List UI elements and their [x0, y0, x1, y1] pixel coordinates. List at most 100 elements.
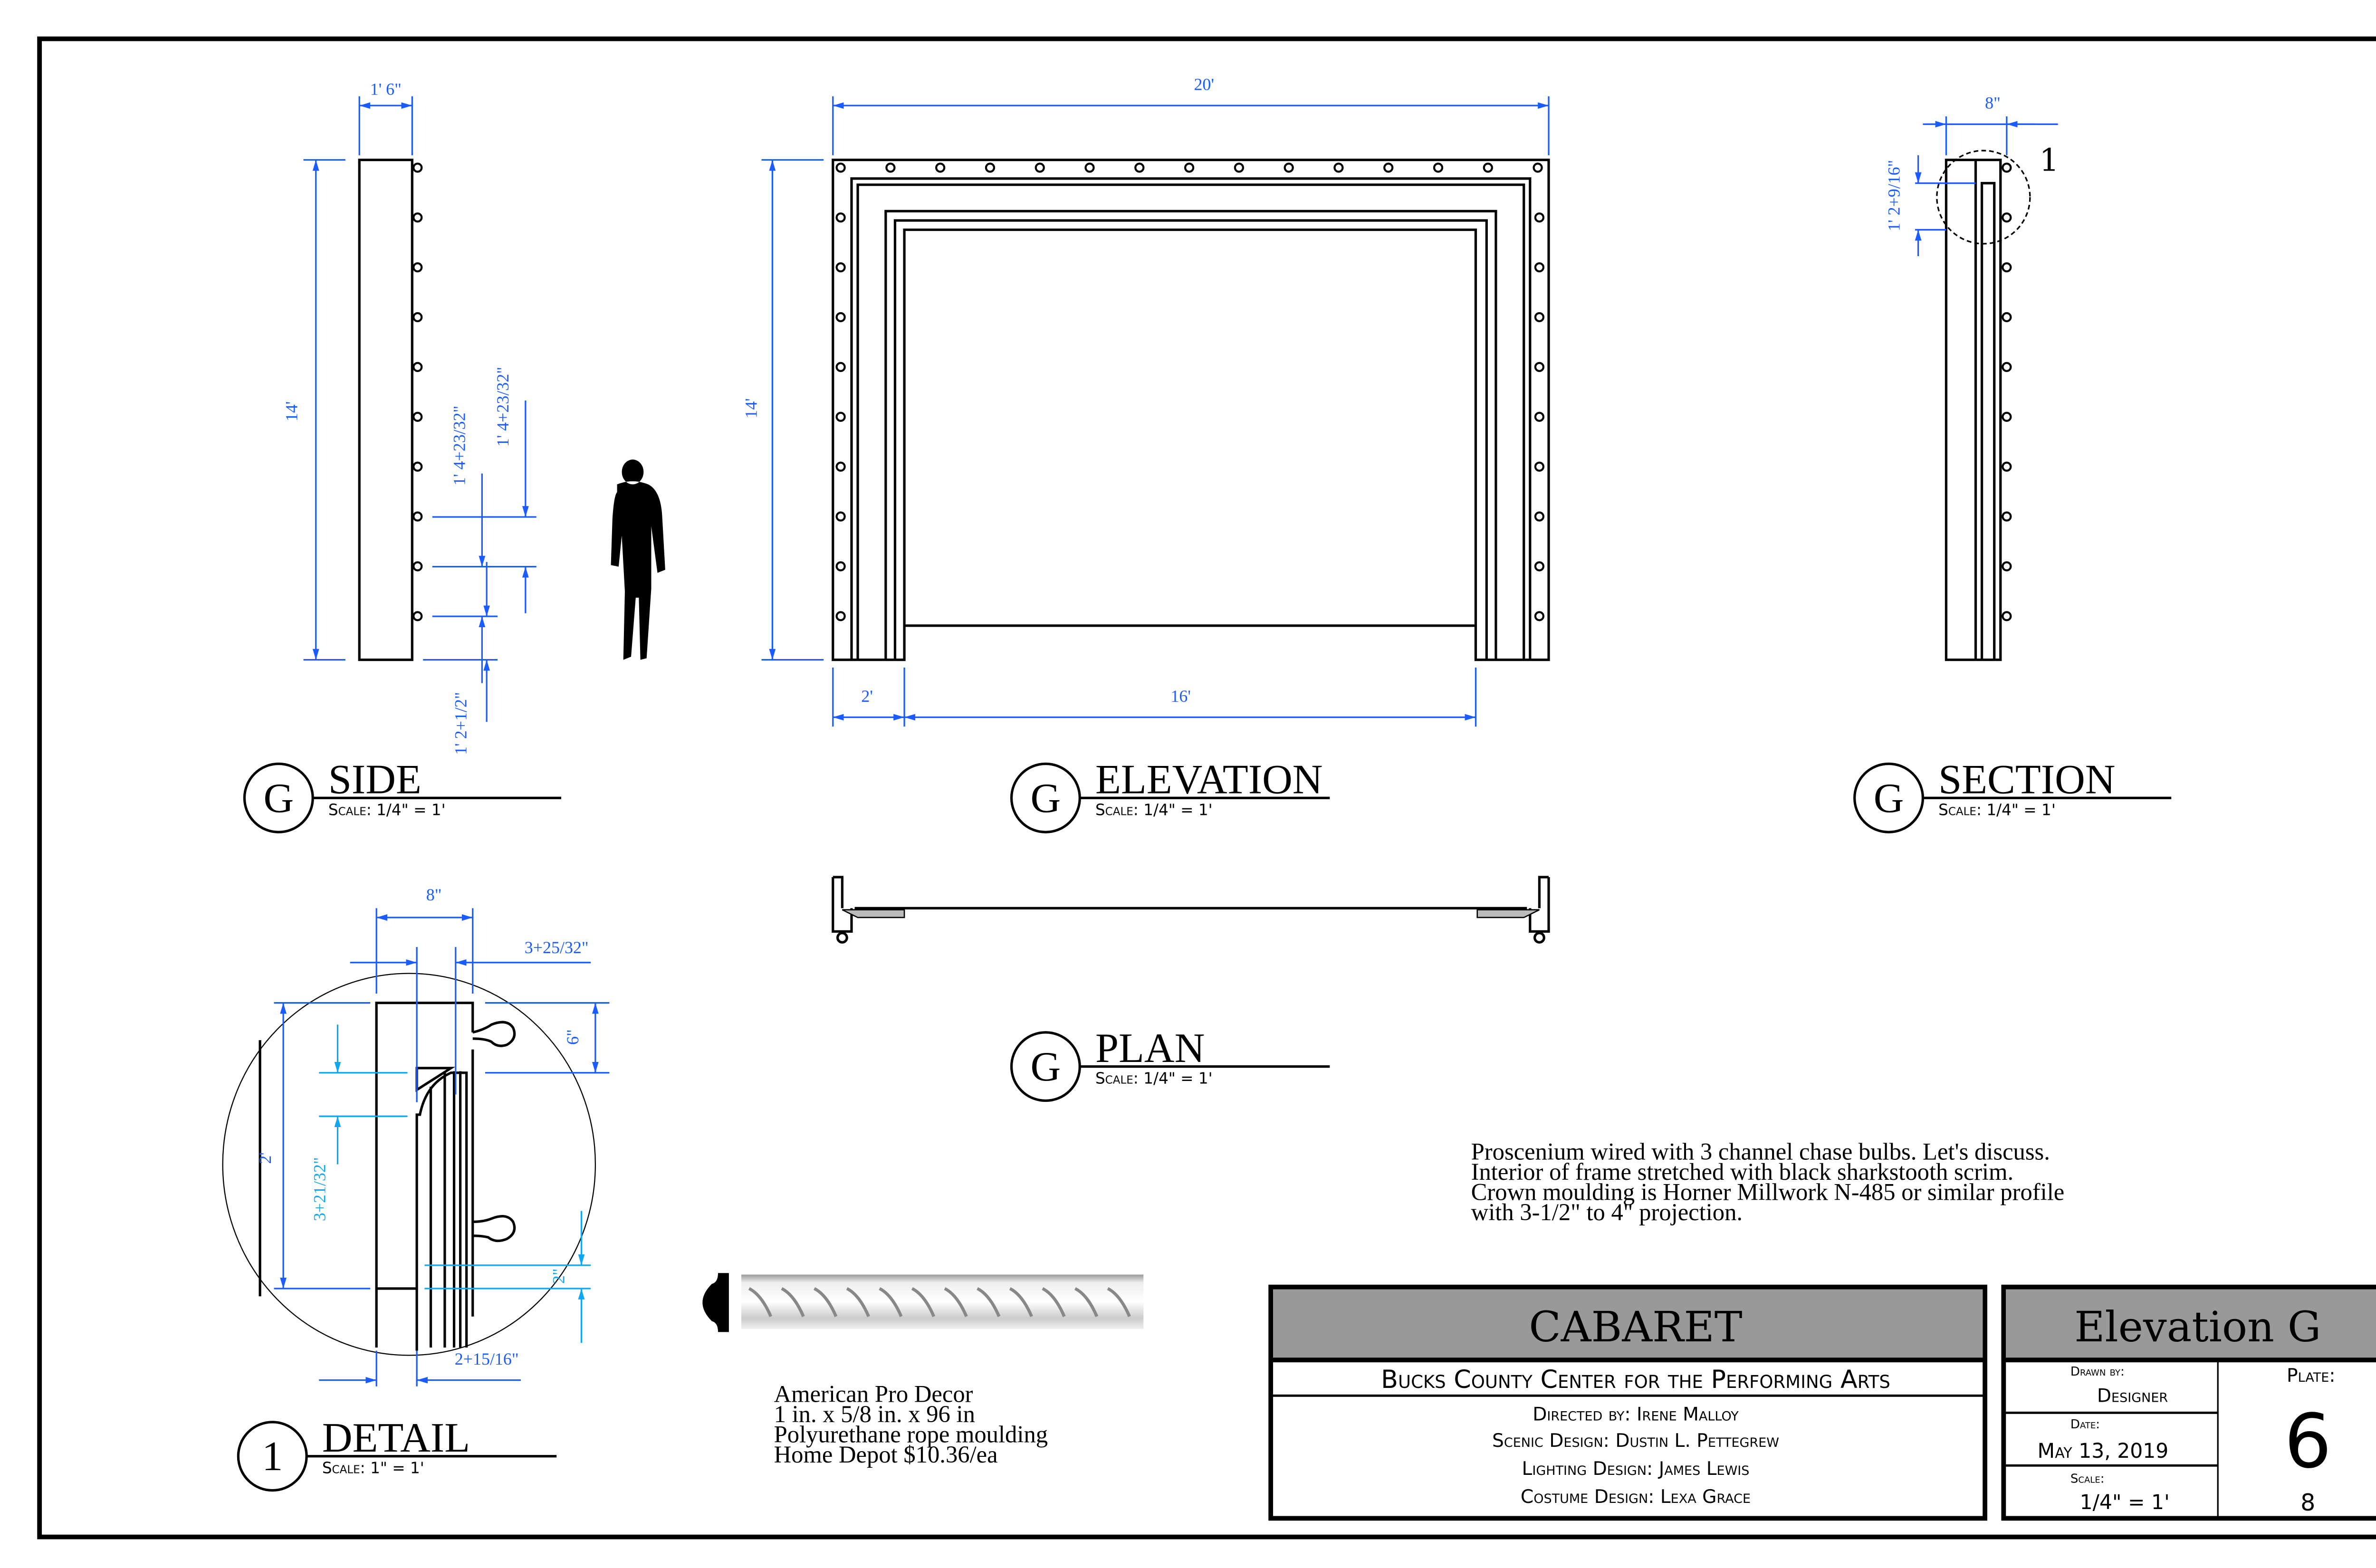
label-section: G SECTION Scale: 1/4" = 1': [1853, 756, 2172, 833]
label-tag: G: [1874, 775, 1904, 822]
dim-section-top: 1' 2+9/16": [1884, 160, 1903, 231]
dim-elevation-height: 14': [742, 398, 761, 418]
title-block: CABARET Bucks County Center for the Perf…: [1268, 1284, 2376, 1521]
bulb-icon: [2002, 163, 2012, 173]
bulb-icon: [1234, 163, 1244, 173]
dim-elevation-width: 20': [1194, 75, 1214, 94]
moulding-line: 1 in. x 5/8 in. x 96 in: [774, 1401, 975, 1427]
label-title: PLAN: [1095, 1025, 1205, 1071]
bulb-icon: [412, 312, 423, 323]
drawn-by-label: Drawn by:: [2070, 1365, 2125, 1379]
bulb-icon: [2002, 262, 2012, 273]
bulb-icon: [1333, 163, 1344, 173]
label-scale: Scale: 1" = 1': [322, 1459, 424, 1477]
rope-twist: [879, 1287, 903, 1317]
label-plan: G PLAN Scale: 1/4" = 1': [1010, 1025, 1330, 1102]
label-tag: G: [263, 775, 294, 822]
bulb-icon: [1383, 163, 1394, 173]
bulb-column: [2002, 163, 2012, 621]
label-detail: 1 DETAIL Scale: 1" = 1': [237, 1415, 557, 1492]
note-line: Proscenium wired with 3 channel chase bu…: [1471, 1138, 2050, 1165]
bulb-icon: [835, 362, 846, 373]
scale-label: Scale:: [2070, 1472, 2105, 1486]
bulb-icon: [1534, 312, 1545, 323]
bulb-icon: [885, 163, 896, 173]
label-scale: Scale: 1/4" = 1': [1938, 801, 2056, 819]
bulb-icon: [412, 212, 423, 223]
bulb-icon: [412, 461, 423, 472]
label-scale: Scale: 1/4" = 1': [1095, 801, 1213, 819]
label-tag: 1: [262, 1433, 283, 1480]
bulb-icon: [835, 163, 846, 173]
bulb-icon: [1134, 163, 1145, 173]
bulb-icon: [1534, 262, 1545, 273]
bulb-icon: [835, 262, 846, 273]
show-title: CABARET: [1529, 1302, 1742, 1351]
dim-elevation-leg: 2': [861, 687, 872, 706]
label-side: G SIDE Scale: 1/4" = 1': [243, 756, 561, 833]
bulb-icon: [2002, 511, 2012, 522]
label-title: ELEVATION: [1095, 756, 1323, 803]
bulb-icon: [985, 163, 996, 173]
bulb-icon: [412, 362, 423, 373]
bulb-icon: [835, 611, 846, 621]
dim-detail-width: 8": [426, 885, 442, 904]
label-title: DETAIL: [322, 1415, 470, 1461]
rope-twist: [748, 1287, 773, 1317]
note-line: with 3-1/2" to 4" projection.: [1471, 1199, 1743, 1225]
moulding-line: Polyurethane rope moulding: [774, 1421, 1048, 1447]
moulding-line: American Pro Decor: [774, 1380, 973, 1407]
rope-twist: [781, 1287, 805, 1317]
bulb-icon: [835, 561, 846, 572]
bulb-icon: [1284, 163, 1294, 173]
rope-twist: [1042, 1287, 1066, 1317]
elevation-view: 20' 14' 2' 16': [742, 75, 1550, 727]
bulb-icon: [835, 411, 846, 422]
dim-side-spacing-a: 1' 4+23/32": [450, 406, 469, 486]
plate-label: Plate:: [2287, 1365, 2335, 1386]
dim-section-width: 8": [1985, 94, 2001, 113]
moulding-photo: [741, 1274, 1144, 1329]
rope-twist: [1074, 1287, 1099, 1317]
notes: Proscenium wired with 3 channel chase bu…: [1471, 1138, 2065, 1225]
bulb-icon: [412, 163, 423, 173]
bulb-icon: [1533, 163, 1543, 173]
bulb-icon: [1534, 212, 1545, 223]
bulb-icon: [835, 312, 846, 323]
bulb-row: [835, 163, 1545, 621]
dim-detail-offset: 3+25/32": [525, 938, 589, 957]
bulb-icon: [1184, 163, 1195, 173]
bulb-icon: [412, 262, 423, 273]
label-scale: Scale: 1/4" = 1': [328, 801, 446, 819]
plan-view: [832, 876, 1550, 944]
bulb-icon: [935, 163, 946, 173]
rope-twist: [813, 1287, 838, 1317]
bulb-icon: [1534, 411, 1545, 422]
rope-twist: [846, 1287, 870, 1317]
dim-detail-height: 2': [256, 1152, 275, 1164]
dim-side-spacing-b: 1' 4+23/32": [493, 367, 512, 447]
moulding-line: Home Depot $10.36/ea: [774, 1441, 998, 1468]
venue: Bucks County Center for the Performing A…: [1381, 1365, 1890, 1394]
label-title: SECTION: [1938, 756, 2115, 803]
dim-side-height: 14': [282, 402, 301, 421]
rope-twist: [1107, 1287, 1131, 1317]
dim-side-width: 1' 6": [370, 79, 402, 98]
side-view: 1' 6" 14' 1' 4+23/32" 1' 4+23/32" 1' 2+1…: [282, 79, 537, 755]
label-title: SIDE: [328, 756, 422, 803]
credit-lighting: Lighting Design: James Lewis: [1522, 1458, 1750, 1480]
label-scale: Scale: 1/4" = 1': [1095, 1070, 1213, 1088]
drawn-by: Designer: [2097, 1385, 2168, 1406]
bulb-icon: [412, 411, 423, 422]
credit-costume: Costume Design: Lexa Grace: [1521, 1486, 1751, 1508]
label-tag: G: [1031, 775, 1061, 822]
detail-callout-number: 1: [2039, 142, 2059, 178]
bulb-icon: [1433, 163, 1444, 173]
rope-twist: [977, 1287, 1001, 1317]
bulb-icon: [2002, 212, 2012, 223]
bulb-icon: [835, 212, 846, 223]
bulb-icon: [2002, 461, 2012, 472]
bulb-icon: [412, 611, 423, 621]
credit-scenic: Scenic Design: Dustin L. Pettegrew: [1492, 1430, 1779, 1452]
bulb-icon: [1534, 362, 1545, 373]
